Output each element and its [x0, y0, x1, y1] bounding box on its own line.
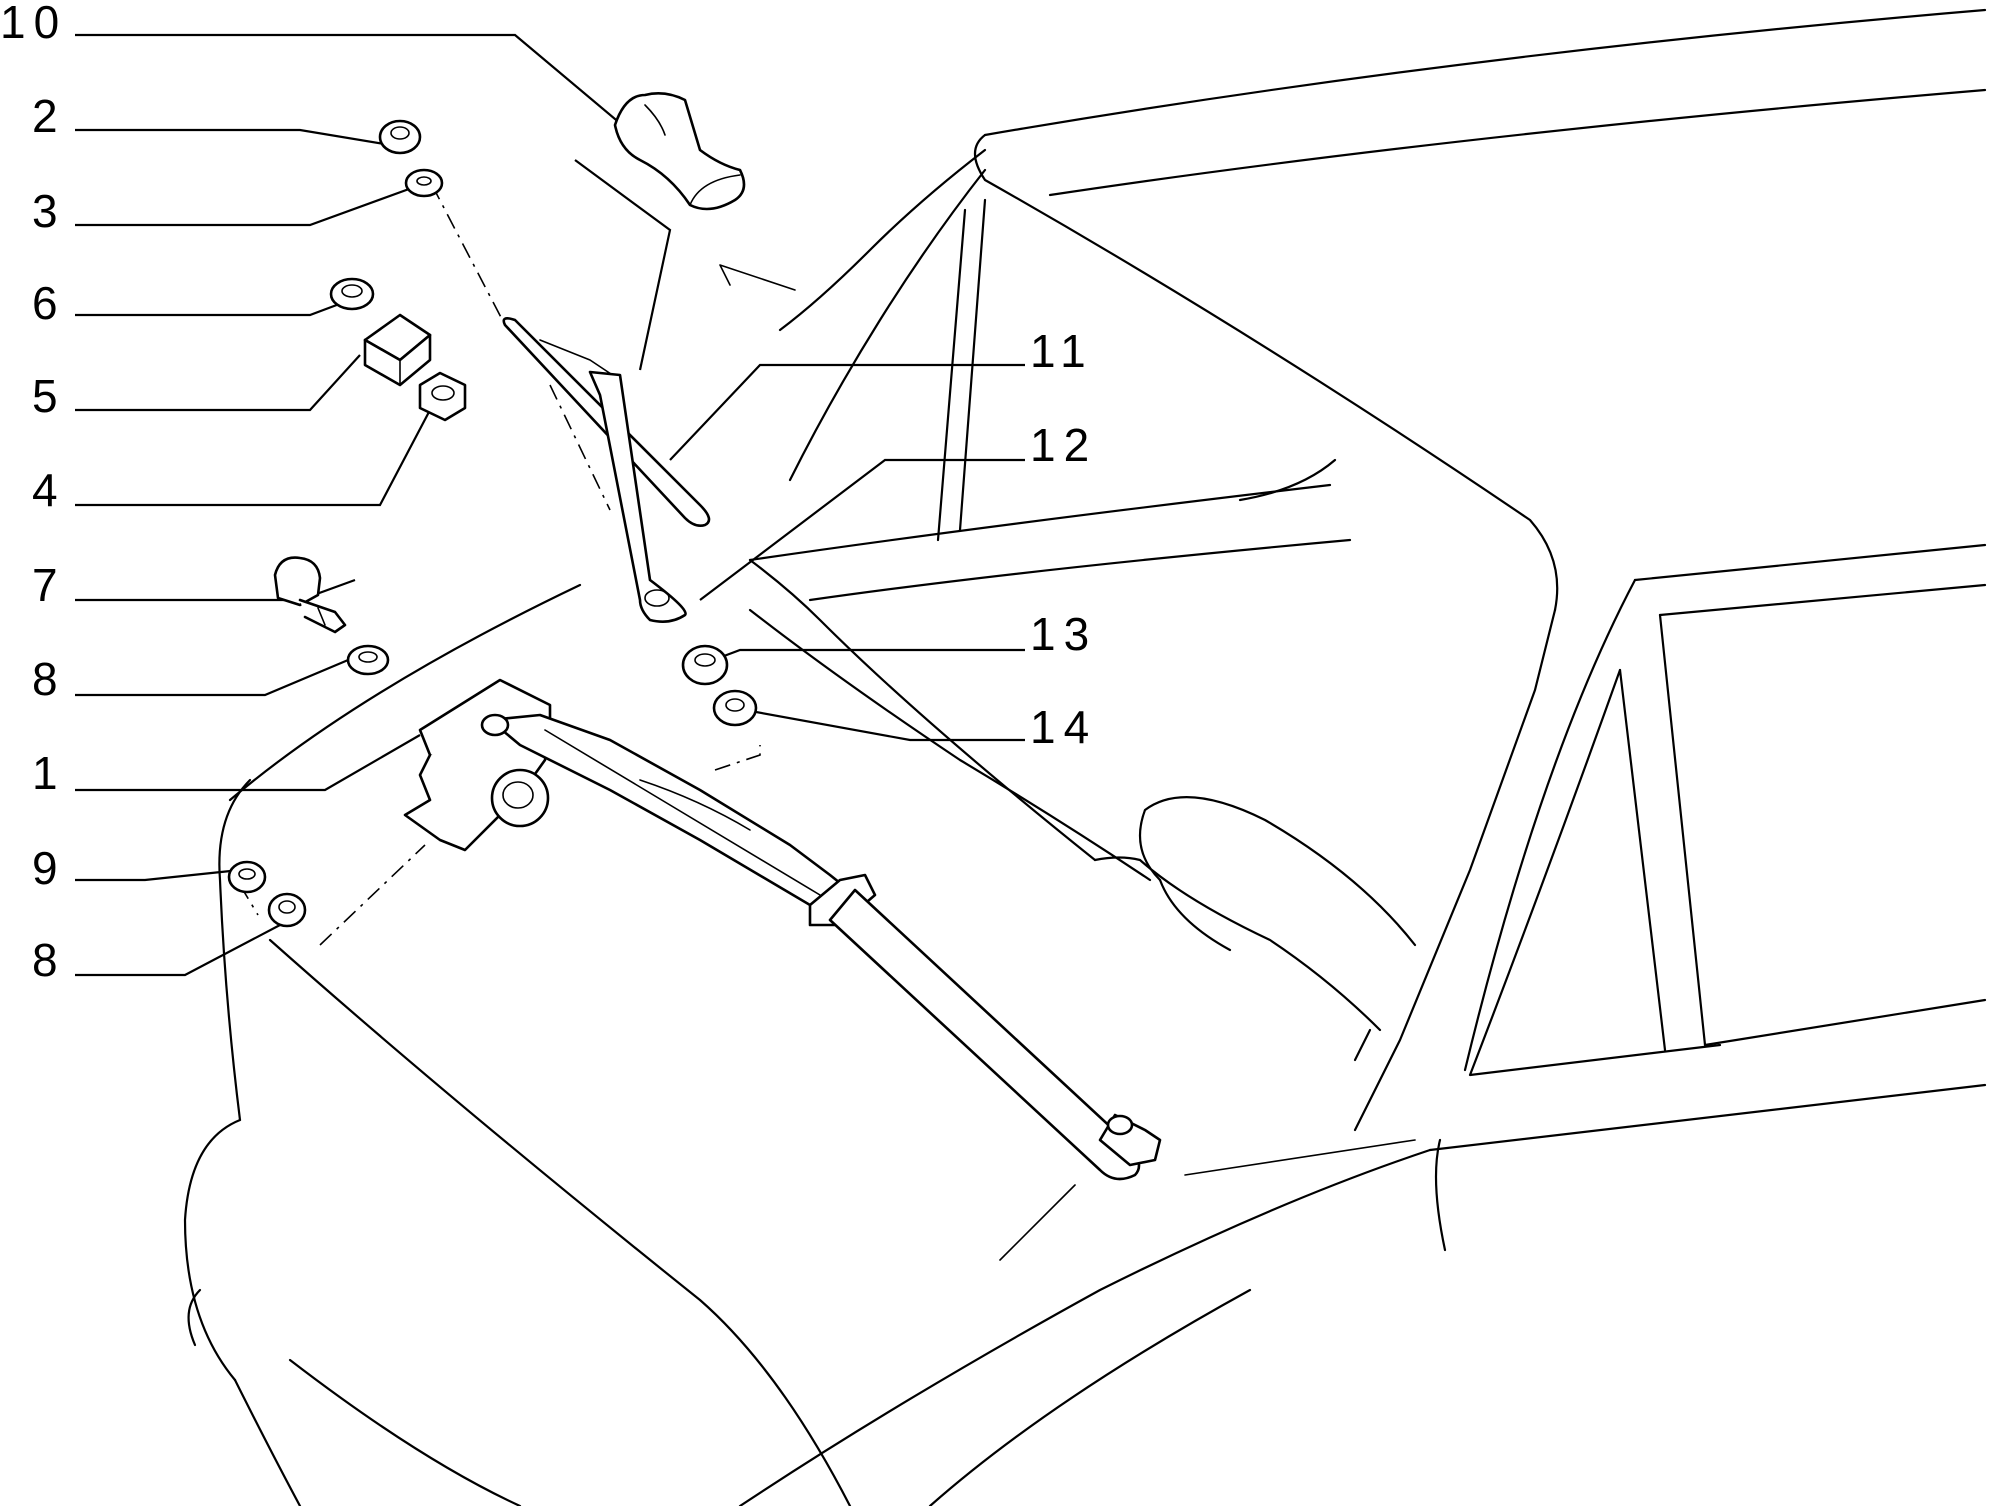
callout-7: 7: [32, 559, 66, 611]
callout-14: 14: [1030, 701, 1097, 753]
part-nut-13: [681, 644, 729, 686]
part-washer-3: [404, 168, 444, 198]
part-washer-8b: [267, 892, 307, 928]
callout-5: 5: [32, 370, 66, 422]
part-wiper-arm: [588, 370, 687, 623]
callout-8b: 8: [32, 934, 66, 986]
part-washer-6: [329, 277, 375, 311]
leader-lines: [75, 33, 1025, 977]
callout-4: 4: [32, 464, 66, 516]
car-body-outline: [183, 8, 1987, 1506]
part-bolt-7: [273, 556, 347, 634]
callout-labels: 10 2 3 6 5 4 7 8 1 9 8 11 12 13 14: [0, 0, 1097, 986]
callout-11: 11: [1030, 325, 1094, 377]
part-wiper-motor-linkage: [403, 678, 1162, 1181]
callout-3: 3: [32, 185, 66, 237]
callout-10: 10: [0, 0, 67, 48]
callout-1: 1: [32, 747, 66, 799]
part-nut-9: [227, 860, 267, 894]
callout-2: 2: [32, 90, 66, 142]
part-washer-14: [712, 689, 758, 727]
callout-8a: 8: [32, 653, 66, 705]
callout-9: 9: [32, 842, 66, 894]
part-nut-4: [418, 371, 467, 422]
part-washer-8a: [346, 644, 390, 676]
callout-13: 13: [1030, 608, 1097, 660]
part-wiper-cap: [613, 92, 746, 211]
part-spacer-5: [363, 313, 432, 387]
part-nut-2: [378, 119, 422, 155]
callout-12: 12: [1030, 419, 1097, 471]
callout-6: 6: [32, 277, 66, 329]
